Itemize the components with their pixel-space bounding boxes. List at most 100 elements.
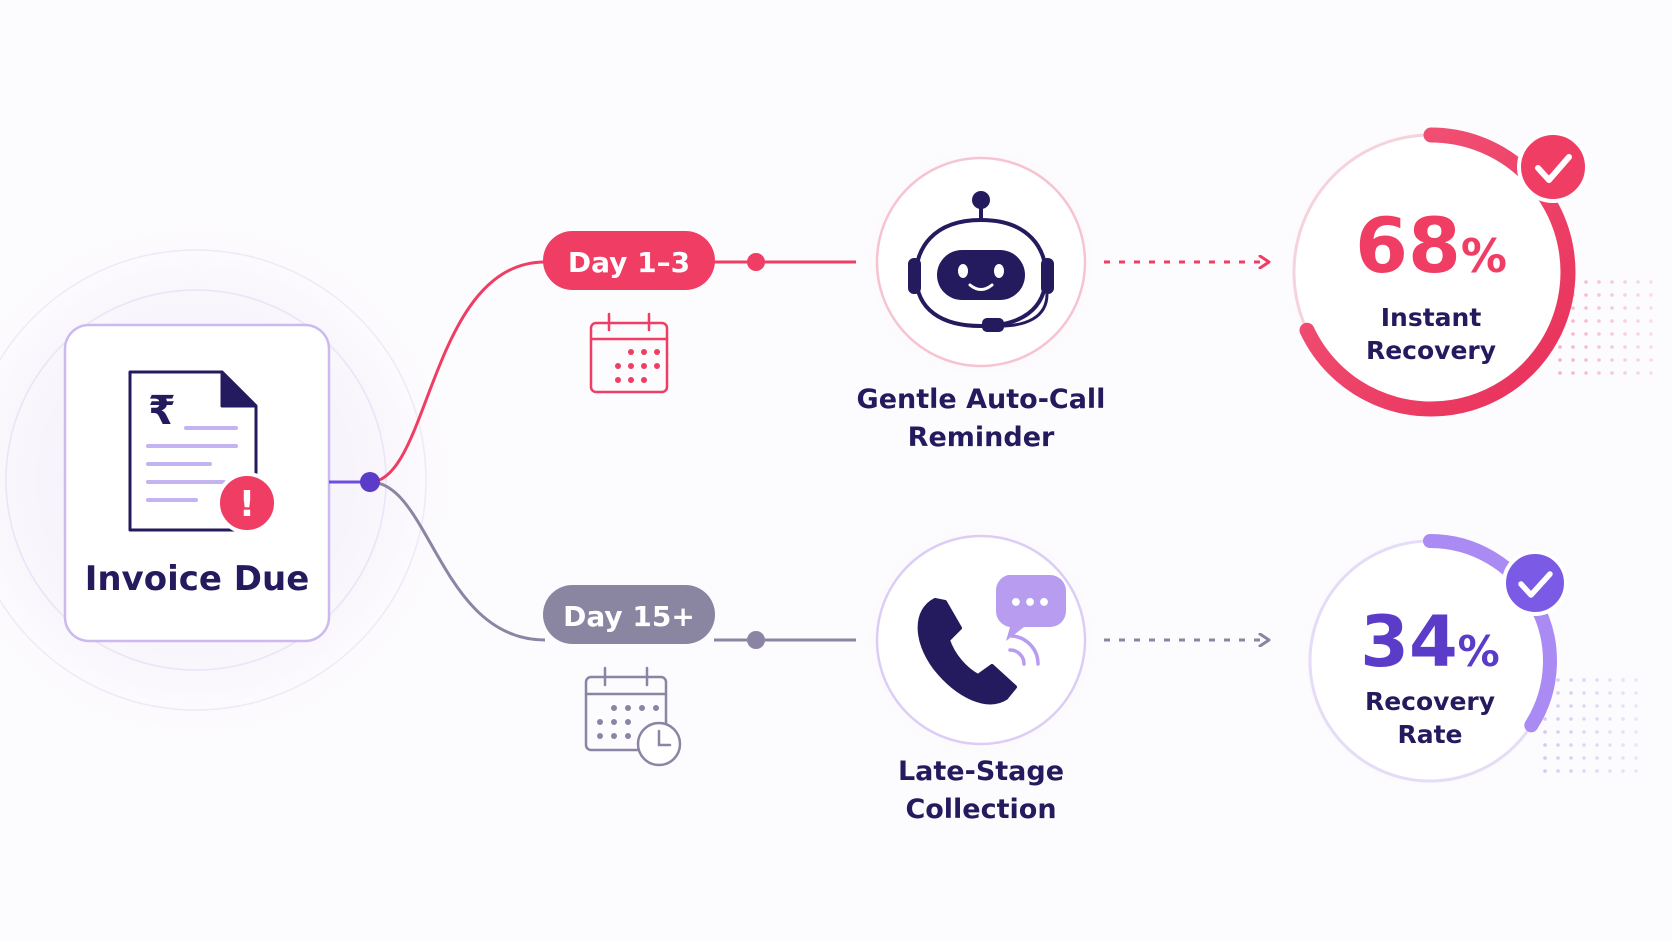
decor-dot — [1623, 345, 1627, 349]
gauge-arc-early — [1299, 127, 1576, 417]
decor-dot — [1610, 319, 1614, 323]
start-halo-ring-outer — [0, 249, 427, 711]
decor-dot — [1623, 358, 1627, 362]
decor-dot — [1582, 678, 1586, 682]
decor-dot — [1595, 704, 1599, 708]
decor-dot — [1582, 769, 1586, 773]
decor-dot — [1595, 717, 1599, 721]
decor-dot — [1569, 769, 1573, 773]
start-node: ₹ ! Invoice Due — [0, 210, 466, 750]
decor-dot — [1558, 358, 1562, 362]
result-value-early: 68% — [1355, 201, 1507, 290]
day-label-late: Day 15+ — [563, 600, 695, 633]
result-unit-late: % — [1458, 627, 1500, 676]
decor-dot — [1584, 358, 1588, 362]
decor-dot — [1649, 293, 1653, 297]
decor-dot — [1634, 717, 1638, 721]
decor-dot — [1582, 756, 1586, 760]
decor-dot — [1597, 358, 1601, 362]
decor-dot — [1571, 358, 1575, 362]
decor-dot — [1556, 743, 1560, 747]
decor-dot — [1608, 730, 1612, 734]
decor-dot — [1569, 691, 1573, 695]
decor-dot — [1595, 769, 1599, 773]
calendar-icon — [589, 312, 669, 394]
decor-dot — [1569, 743, 1573, 747]
stage-circle-late[interactable] — [875, 534, 1087, 746]
decor-dot — [1556, 730, 1560, 734]
day-pill-late[interactable] — [543, 585, 715, 644]
gauge-face-late — [1310, 541, 1550, 781]
decor-dot — [1621, 756, 1625, 760]
start-halo-ring-inner — [5, 289, 387, 671]
robot-headset-icon — [908, 191, 1054, 332]
decor-dot — [1569, 756, 1573, 760]
decor-dot — [1543, 730, 1547, 734]
decor-dot — [1595, 678, 1599, 682]
decor-dot — [1556, 704, 1560, 708]
decor-dot — [1595, 691, 1599, 695]
path-early: Day 1–3 Gentle A — [543, 144, 1105, 453]
decor-dot — [1608, 743, 1612, 747]
decor-dot — [1636, 280, 1640, 284]
decor-dot — [1597, 332, 1601, 336]
currency-symbol: ₹ — [148, 388, 176, 434]
junction-dot — [360, 472, 380, 492]
decor-dot — [1610, 371, 1614, 375]
decor-dot — [1623, 306, 1627, 310]
decor-dot — [1584, 280, 1588, 284]
decor-dot — [1584, 345, 1588, 349]
decor-dot — [1595, 730, 1599, 734]
decor-dot — [1582, 730, 1586, 734]
result-label-early-line1: Instant — [1381, 303, 1482, 332]
result-number-late: 34 — [1360, 601, 1457, 683]
decor-dot — [1621, 691, 1625, 695]
decor-dot — [1569, 678, 1573, 682]
decor-dot — [1608, 704, 1612, 708]
decor-dot — [1608, 717, 1612, 721]
result-early: 68% Instant Recovery — [1281, 122, 1653, 422]
decor-dot — [1610, 358, 1614, 362]
decor-dot — [1621, 704, 1625, 708]
decor-dot — [1623, 371, 1627, 375]
decor-dot — [1649, 358, 1653, 362]
decor-dot — [1636, 358, 1640, 362]
result-label-late-line1: Recovery — [1365, 687, 1495, 716]
decor-dot — [1634, 704, 1638, 708]
connectors — [329, 253, 1268, 649]
decor-dot — [1649, 306, 1653, 310]
decor-dot — [1582, 717, 1586, 721]
check-badge-icon — [1517, 131, 1589, 203]
decor-dot — [1610, 293, 1614, 297]
decor-dot — [1556, 717, 1560, 721]
alert-mark: ! — [239, 484, 255, 525]
decor-dot — [1634, 678, 1638, 682]
decor-dot — [1584, 332, 1588, 336]
decor-dot — [1569, 730, 1573, 734]
check-badge-icon — [1502, 550, 1568, 616]
calendar-clock-icon — [584, 666, 682, 767]
decor-dot — [1610, 280, 1614, 284]
decor-dot — [1610, 345, 1614, 349]
decor-dot — [1636, 371, 1640, 375]
decor-dot — [1571, 345, 1575, 349]
alert-badge-icon: ! — [216, 472, 278, 534]
gauge-face-early — [1294, 135, 1568, 409]
decor-dot — [1543, 769, 1547, 773]
decor-dot — [1623, 332, 1627, 336]
decor-dot — [1634, 743, 1638, 747]
decor-dot — [1584, 306, 1588, 310]
start-label: Invoice Due — [85, 559, 310, 599]
decor-dot — [1558, 371, 1562, 375]
result-number-early: 68 — [1355, 201, 1461, 290]
stage-label-early-line2: Reminder — [908, 422, 1055, 453]
decor-dot — [1582, 691, 1586, 695]
decor-dot — [1621, 730, 1625, 734]
result-label-early-line2: Recovery — [1366, 336, 1496, 365]
decor-dot — [1636, 345, 1640, 349]
path-late: Day 15+ ••• Late-Stage Collection — [543, 522, 1099, 825]
decor-dot — [1608, 691, 1612, 695]
decor-dot — [1636, 293, 1640, 297]
day-pill-early[interactable] — [543, 231, 715, 290]
decor-dot — [1621, 769, 1625, 773]
